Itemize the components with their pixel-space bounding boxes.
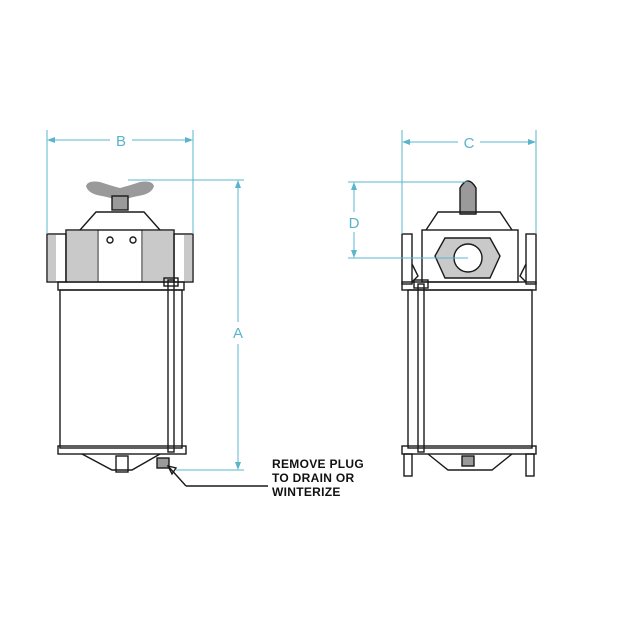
drain-note-line-3: WINTERIZE	[272, 485, 341, 499]
side-leg-right	[525, 453, 535, 477]
dimension-d-label: D	[349, 215, 360, 232]
front-canister	[59, 289, 183, 449]
head-bolt-right	[129, 236, 137, 244]
front-port-left	[46, 233, 67, 283]
front-cap-dome	[79, 211, 161, 231]
side-drain-plug	[462, 456, 474, 466]
head-bolt-left	[106, 236, 114, 244]
dimension-b-label: B	[116, 133, 126, 150]
drain-plug	[157, 458, 169, 468]
drain-note-line-1: REMOVE PLUG	[272, 457, 364, 471]
front-tie-rod	[167, 279, 175, 453]
wing-handle	[86, 181, 154, 211]
front-drain-funnel	[81, 453, 161, 471]
side-tie-rod	[417, 283, 425, 453]
dimension-c: C	[401, 130, 537, 234]
side-canister	[407, 289, 533, 449]
side-top-flange	[401, 281, 537, 291]
side-view	[401, 180, 537, 477]
dimension-c-label: C	[464, 135, 475, 152]
dimension-a-label: A	[233, 325, 243, 342]
side-bracket-left	[401, 233, 413, 285]
drain-note: REMOVE PLUG TO DRAIN OR WINTERIZE	[272, 457, 364, 499]
dimension-d: D	[348, 181, 468, 259]
side-cap	[425, 211, 513, 231]
front-view	[46, 181, 268, 487]
side-handle	[459, 180, 477, 215]
dimension-b: B	[46, 130, 194, 234]
side-leg-left	[403, 453, 413, 477]
side-bracket-right	[525, 233, 537, 285]
side-drain-funnel	[427, 453, 513, 471]
drain-leader-line	[167, 465, 187, 487]
dimension-a: A	[128, 179, 244, 471]
drain-note-line-2: TO DRAIN OR	[272, 471, 354, 485]
front-bottom-flange	[57, 445, 187, 455]
side-bottom-flange	[401, 445, 537, 455]
